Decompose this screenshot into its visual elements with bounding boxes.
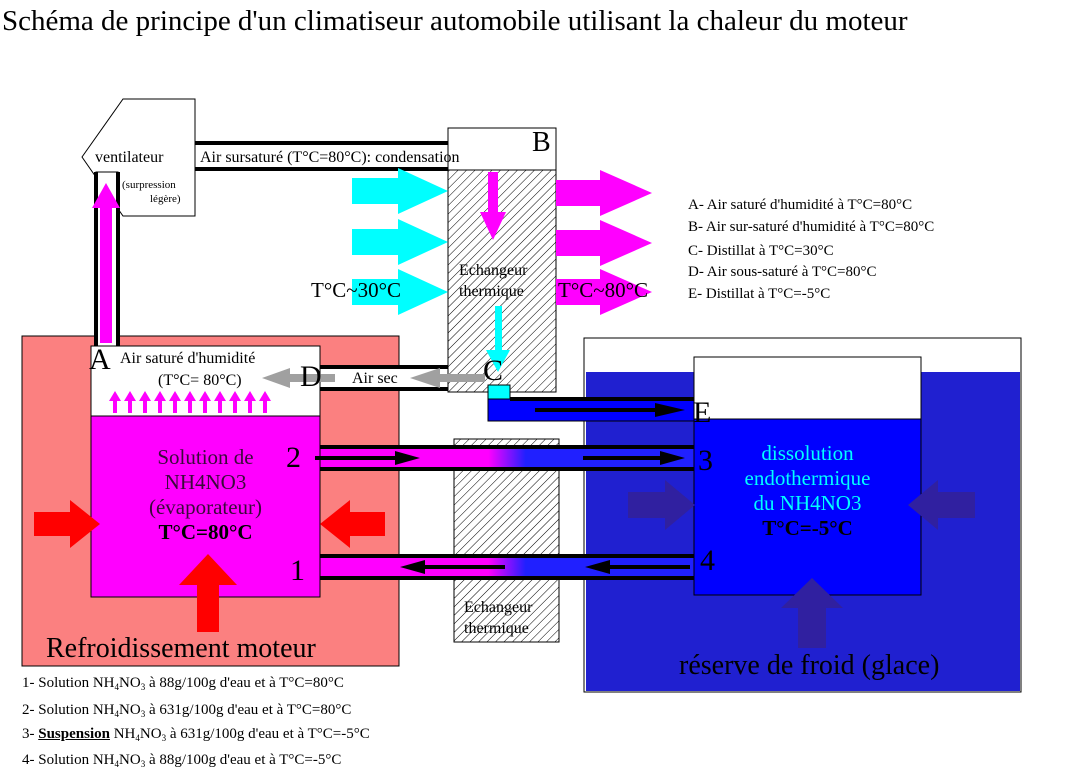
dissolution-tank bbox=[693, 418, 922, 596]
formula-sub-3: 3 bbox=[140, 709, 146, 719]
point-2-label: 2 bbox=[286, 441, 301, 474]
legend-point-a: A- Air saturé d'humidité à T°C=80°C bbox=[688, 197, 913, 213]
fan-note-2: légère) bbox=[150, 193, 181, 205]
duct-condensation bbox=[194, 142, 449, 170]
formula-sub-3: 3 bbox=[161, 733, 167, 743]
dark-blue-arrows bbox=[628, 480, 975, 648]
flow-arrow-distillate bbox=[535, 403, 685, 417]
evaporator-text-2: NH4NO3 bbox=[164, 470, 247, 494]
magenta-arrows-outlet bbox=[556, 170, 652, 315]
fan-label: ventilateur bbox=[95, 149, 164, 166]
evaporator-solution bbox=[90, 415, 321, 598]
formula-sub-3: 3 bbox=[140, 682, 146, 692]
formula-no: NO bbox=[139, 726, 162, 742]
legend-point-d: D- Air sous-saturé à T°C=80°C bbox=[688, 264, 877, 280]
engine-cooling-title: Refroidissement moteur bbox=[46, 633, 316, 664]
dissolution-text-3: du NH4NO3 bbox=[753, 491, 862, 515]
legend-3-prefix: 3- bbox=[22, 726, 39, 742]
temp-inlet-label: T°C~30°C bbox=[311, 278, 401, 302]
point-4-label: 4 bbox=[700, 544, 715, 577]
legend-solution-4: 4- Solution NH4NO3 à 88g/100g d'eau et à… bbox=[22, 753, 341, 769]
legend-solution-2: 2- Solution NH4NO3 à 631g/100g d'eau et … bbox=[22, 703, 351, 719]
legend-4-prefix: 4- Solution bbox=[22, 752, 93, 768]
flow-arrows-pipe-4-1 bbox=[400, 560, 690, 574]
magenta-down-arrow bbox=[480, 172, 506, 240]
formula-no: NO bbox=[119, 675, 141, 691]
formula-sub-3: 3 bbox=[140, 759, 146, 769]
legend-3-emph: Suspension bbox=[38, 726, 110, 742]
heat-exchanger-bottom bbox=[453, 438, 560, 643]
dissolution-text-2: endothermique bbox=[744, 466, 871, 490]
formula-nh: NH bbox=[92, 675, 115, 691]
cold-reserve-title: réserve de froid (glace) bbox=[679, 650, 940, 681]
formula-nh: NH bbox=[113, 726, 136, 742]
dissolution-temp: T°C=-5°C bbox=[762, 516, 853, 540]
legend-2-prefix: 2- Solution bbox=[22, 702, 93, 718]
point-c-label: C bbox=[483, 354, 504, 387]
legend-solution-3: 3- Suspension NH4NO3 à 631g/100g d'eau e… bbox=[22, 727, 370, 743]
legend-solution-1: 1- Solution NH4NO3 à 88g/100g d'eau et à… bbox=[22, 676, 344, 692]
exchanger-bottom-label-2: thermique bbox=[464, 620, 529, 637]
exchanger-top-label-2: thermique bbox=[459, 283, 524, 300]
formula-nh: NH bbox=[92, 702, 115, 718]
point-d-label: D bbox=[300, 360, 322, 393]
legend-point-b: B- Air sur-saturé d'humidité à T°C=80°C bbox=[688, 219, 935, 235]
evaporator-text-1: Solution de bbox=[157, 445, 254, 469]
formula-nh: NH bbox=[92, 752, 115, 768]
point-3-label: 3 bbox=[698, 444, 713, 477]
legend-2-suffix: à 631g/100g d'eau et à T°C=80°C bbox=[145, 702, 352, 718]
evaporator-temp: T°C=80°C bbox=[158, 520, 253, 544]
formula-sub-4: 4 bbox=[114, 709, 120, 719]
grey-arrow-d bbox=[262, 368, 335, 388]
legend-1-suffix: à 88g/100g d'eau et à T°C=80°C bbox=[145, 675, 344, 691]
flow-arrows-pipe-2-3 bbox=[315, 451, 685, 465]
legend-point-c: C- Distillat à T°C=30°C bbox=[688, 243, 834, 259]
legend-3-suffix: à 631g/100g d'eau et à T°C=-5°C bbox=[166, 726, 370, 742]
vapor-arrows bbox=[109, 391, 271, 413]
legend-4-suffix: à 88g/100g d'eau et à T°C=-5°C bbox=[145, 752, 342, 768]
evaporator-text-3: (évaporateur) bbox=[148, 495, 263, 519]
exchanger-bottom-label-1: Echangeur bbox=[464, 599, 533, 616]
point-b-label: B bbox=[532, 127, 551, 158]
legend-1-prefix: 1- Solution bbox=[22, 675, 93, 691]
diagram-title: Schéma de principe d'un climatiseur auto… bbox=[2, 5, 908, 37]
formula-no: NO bbox=[119, 752, 141, 768]
cyan-down-arrow bbox=[486, 306, 510, 372]
formula-sub-4: 4 bbox=[135, 733, 140, 743]
temp-outlet-label: T°C~80°C bbox=[558, 278, 648, 302]
cyan-arrows-inlet bbox=[352, 168, 448, 315]
dissolution-text: dissolution endothermique du NH4NO3 T°C=… bbox=[694, 441, 921, 541]
dissolution-tank-top bbox=[693, 356, 922, 420]
formula-sub-4: 4 bbox=[114, 759, 120, 769]
point-e-label: E bbox=[693, 396, 712, 429]
evaporator-text: Solution de NH4NO3 (évaporateur) T°C=80°… bbox=[91, 445, 320, 545]
air-sec-label: Air sec bbox=[352, 370, 398, 387]
formula-no: NO bbox=[119, 702, 141, 718]
point-1-label: 1 bbox=[290, 554, 305, 587]
magenta-up-arrow bbox=[92, 183, 120, 343]
point-a-label: A bbox=[89, 343, 111, 376]
exchanger-top-label-1: Echangeur bbox=[459, 262, 528, 279]
formula-sub-4: 4 bbox=[114, 682, 120, 692]
duct-condensation-label: Air sursaturé (T°C=80°C): condensation bbox=[200, 149, 460, 166]
fan-note-1: (surpression bbox=[122, 179, 176, 191]
red-heat-arrows bbox=[34, 500, 385, 632]
air-saturated-label-2: (T°C= 80°C) bbox=[158, 372, 242, 389]
air-saturated-label-1: Air saturé d'humidité bbox=[120, 350, 256, 367]
legend-point-e: E- Distillat à T°C=-5°C bbox=[688, 286, 831, 302]
grey-arrow-air-sec bbox=[410, 368, 485, 388]
dissolution-text-1: dissolution bbox=[761, 441, 854, 465]
